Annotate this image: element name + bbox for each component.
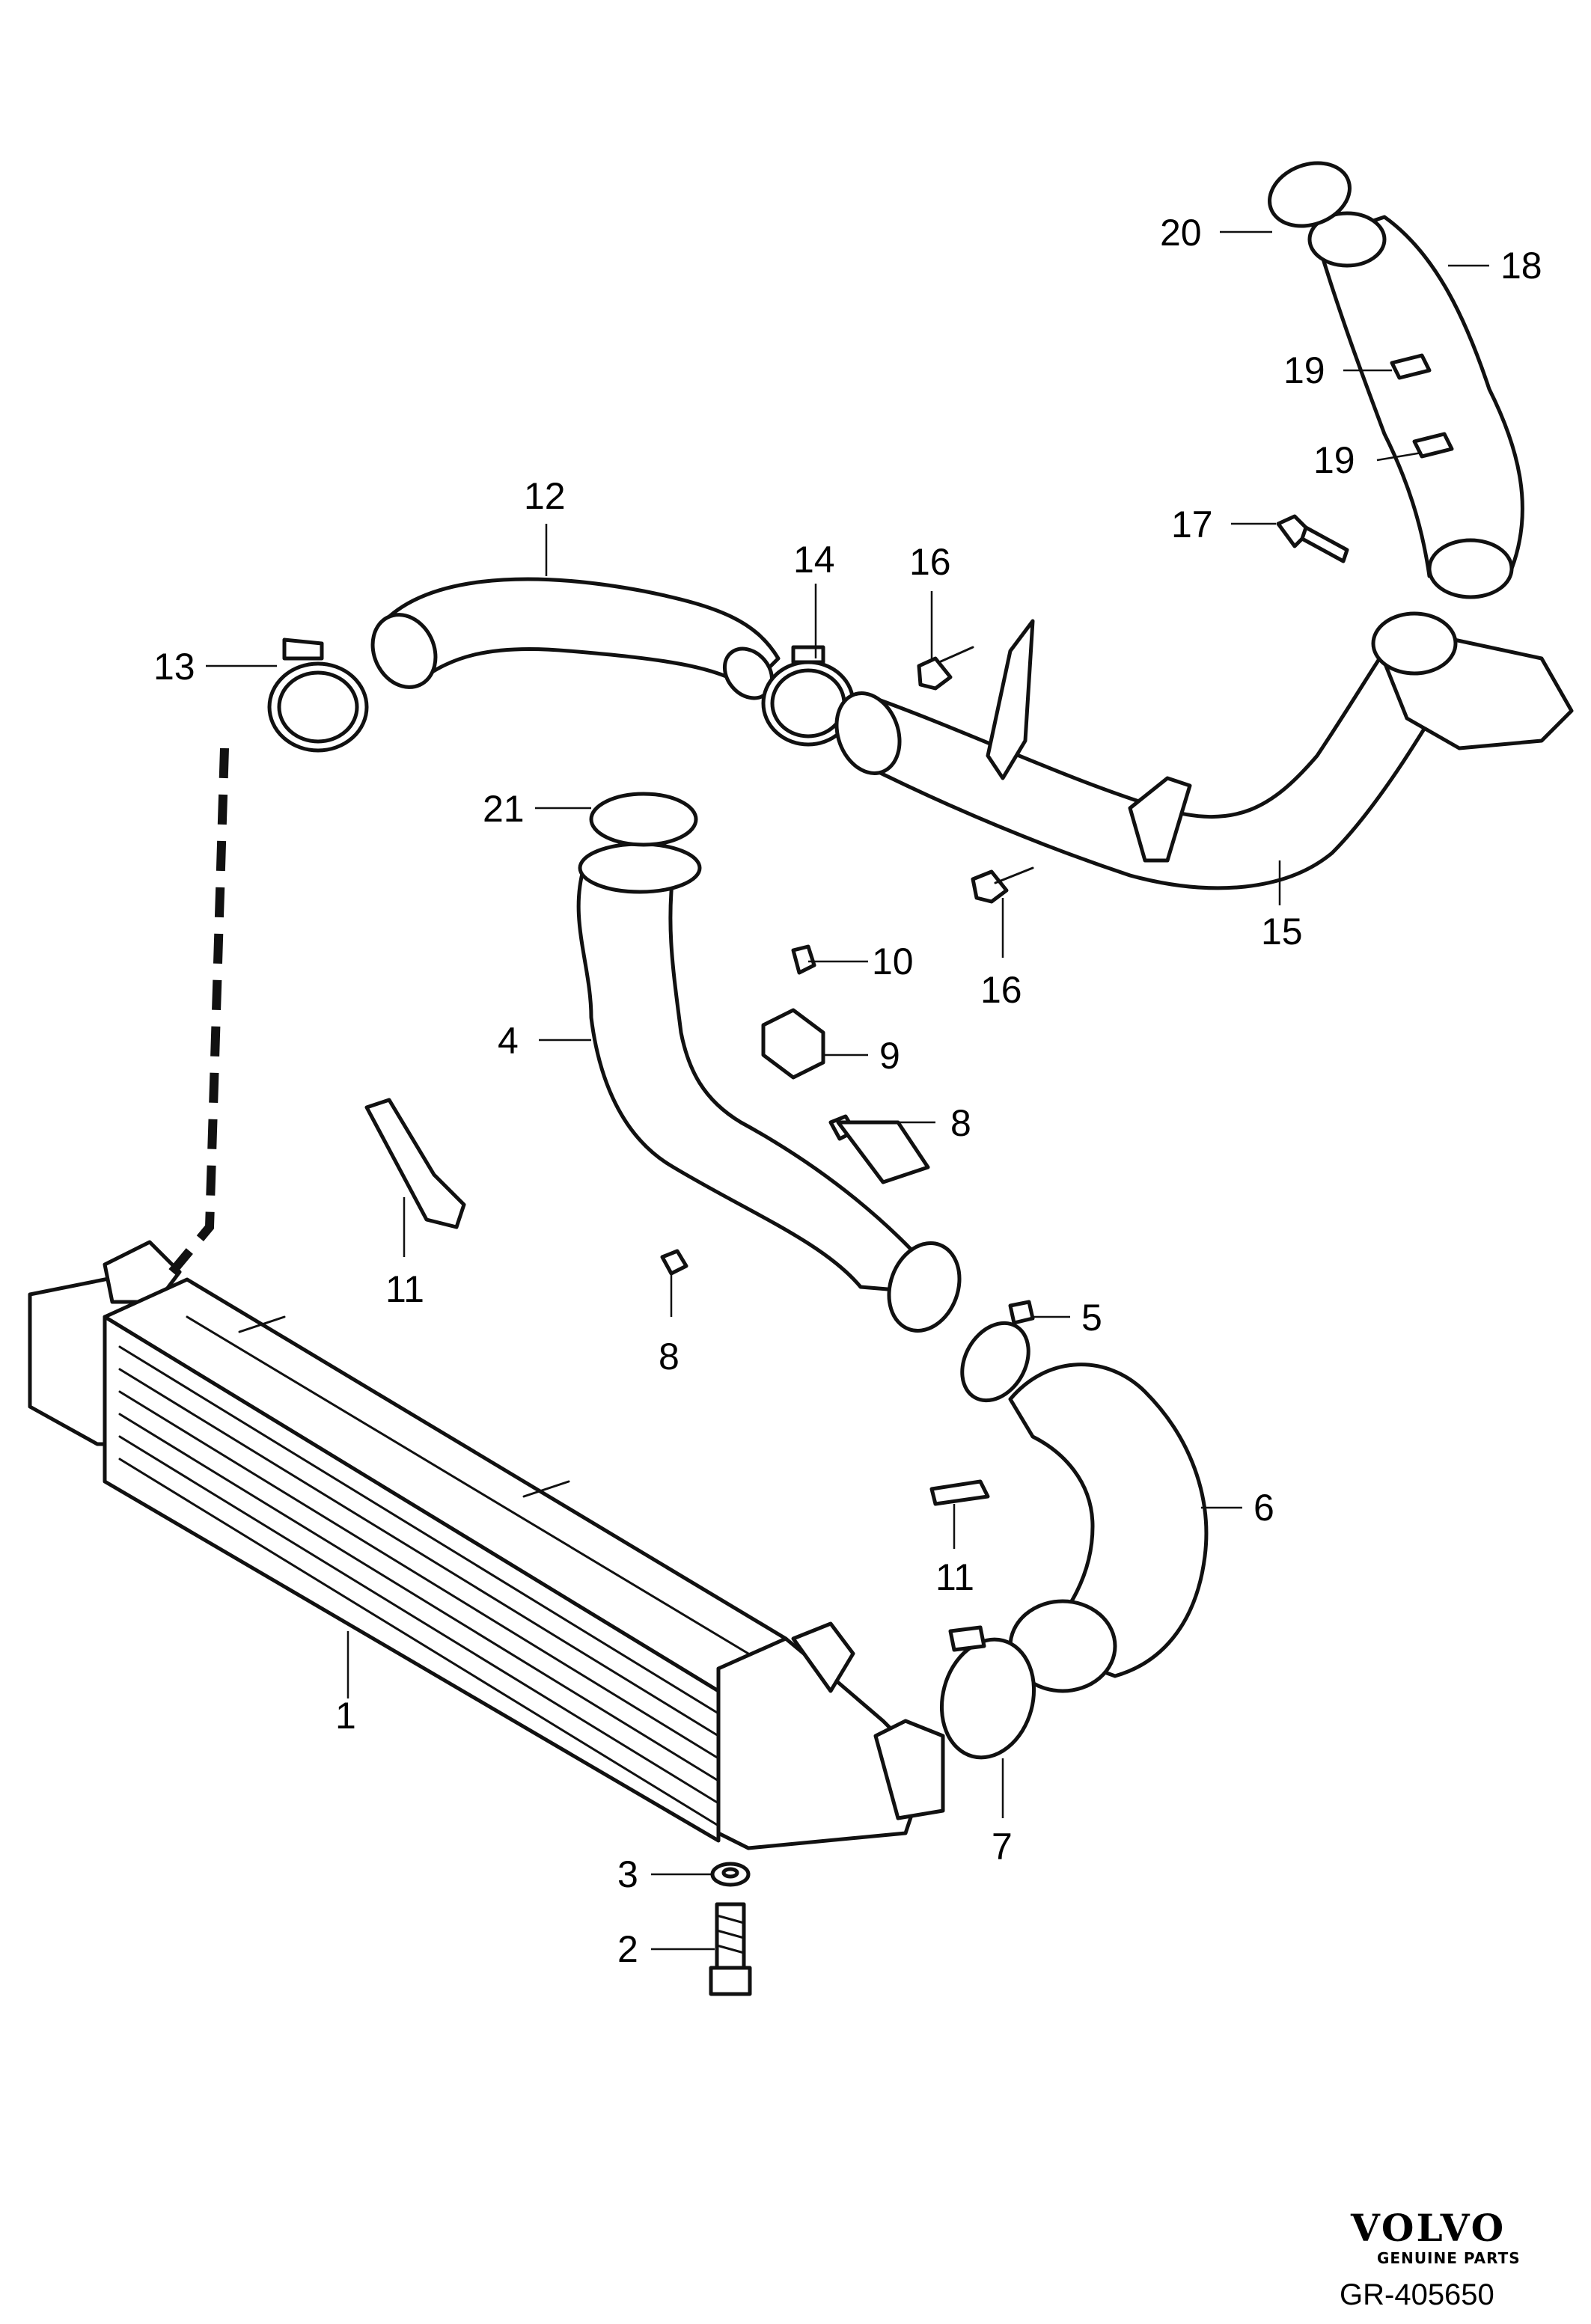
callout-4: 4 xyxy=(498,1020,519,1062)
callout-19a: 19 xyxy=(1283,349,1325,391)
callout-16a: 16 xyxy=(909,541,951,583)
callout-20: 20 xyxy=(1160,212,1202,254)
genuine-parts-tagline: GENUINE PARTS xyxy=(1377,2249,1521,2267)
hose-clamp-lower[interactable] xyxy=(929,1625,1046,1768)
cable-tie-right[interactable] xyxy=(929,1479,990,1506)
callout-1: 1 xyxy=(335,1695,356,1737)
pressure-sensor[interactable] xyxy=(761,1008,825,1080)
callout-11a: 11 xyxy=(385,1268,424,1310)
callout-19b: 19 xyxy=(1313,439,1355,481)
mounting-bracket-upper[interactable] xyxy=(986,619,1035,780)
callout-6: 6 xyxy=(1253,1487,1274,1529)
sensor-screw[interactable] xyxy=(791,944,816,975)
callout-8a: 8 xyxy=(950,1102,971,1144)
mounting-bracket-lower[interactable] xyxy=(1128,776,1192,863)
callout-2: 2 xyxy=(617,1928,638,1970)
charge-air-pipe-center[interactable] xyxy=(576,842,971,1341)
charge-air-pipe[interactable] xyxy=(826,611,1574,890)
callout-18: 18 xyxy=(1500,245,1542,287)
diagram-reference: GR-405650 xyxy=(1340,2278,1494,2311)
hose-clamp-left[interactable] xyxy=(267,637,369,753)
pipe-bracket[interactable] xyxy=(836,1120,930,1184)
cable-tie-left[interactable] xyxy=(364,1098,466,1229)
dashed-indicator-line xyxy=(168,747,229,1275)
callout-15: 15 xyxy=(1261,911,1303,952)
callout-7: 7 xyxy=(992,1826,1013,1868)
callout-8b: 8 xyxy=(659,1336,680,1377)
hose-clamp-center[interactable] xyxy=(761,645,855,747)
intercooler[interactable] xyxy=(28,1240,945,1850)
callout-21: 21 xyxy=(483,788,525,830)
charge-air-hose-upper-right[interactable] xyxy=(1307,211,1524,599)
callout-labels: 1 2 3 4 5 6 7 8 8 9 10 11 11 12 13 14 15… xyxy=(153,212,1542,1970)
brand-block: VOLVO GENUINE PARTS GR-405650 xyxy=(1340,2206,1521,2311)
o-ring-upper[interactable] xyxy=(1261,153,1359,237)
volvo-logo: VOLVO xyxy=(1350,2206,1506,2250)
callout-16b: 16 xyxy=(980,969,1022,1011)
charge-air-hose-lower[interactable] xyxy=(1008,1363,1209,1693)
o-ring-center[interactable] xyxy=(589,792,698,847)
hose-clip-lower[interactable] xyxy=(1412,432,1454,459)
leader-lines xyxy=(206,230,1489,1951)
hose-clip-upper[interactable] xyxy=(1390,353,1432,380)
callout-11b: 11 xyxy=(935,1556,974,1598)
long-bolt[interactable] xyxy=(1276,514,1349,563)
callout-3: 3 xyxy=(617,1853,638,1895)
hose-clamp-small[interactable] xyxy=(949,1300,1042,1413)
washer[interactable] xyxy=(710,1862,751,1887)
flange-screw-lower[interactable] xyxy=(971,866,1034,904)
pipe-screw-left[interactable] xyxy=(660,1249,688,1276)
callout-13: 13 xyxy=(153,646,195,688)
screw[interactable] xyxy=(709,1902,752,1996)
callout-14: 14 xyxy=(793,539,835,581)
callout-9: 9 xyxy=(879,1035,900,1077)
callout-5: 5 xyxy=(1081,1297,1102,1339)
callout-17: 17 xyxy=(1171,504,1213,545)
charge-air-hose-upper[interactable] xyxy=(361,577,782,708)
callout-12: 12 xyxy=(524,475,566,517)
flange-screw-upper[interactable] xyxy=(917,646,974,691)
callout-10: 10 xyxy=(872,941,914,982)
